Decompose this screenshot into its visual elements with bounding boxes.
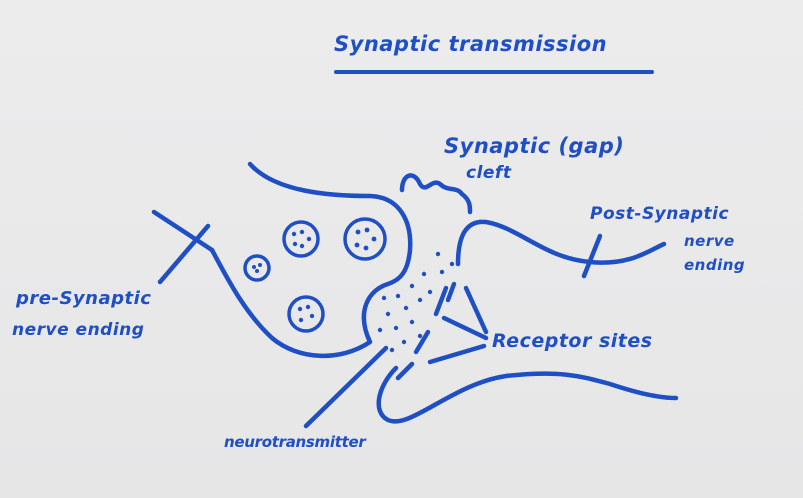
presynaptic-axon-line [151,209,215,253]
label-presynaptic-2: nerve ending [12,320,145,340]
vesicle-contents [252,227,377,323]
presynaptic-terminal-outline [209,161,413,359]
label-receptor-sites: Receptor sites [492,330,653,352]
label-postsynaptic-2: nerve [684,232,735,250]
label-presynaptic: pre-Synaptic [16,288,152,309]
presynaptic-cross-mark [157,223,211,285]
receptor-pointer-2 [441,315,489,341]
postsynaptic-membrane [455,219,667,267]
label-synaptic-cleft: Synaptic (gap) [444,134,625,158]
title-underline [334,70,654,74]
receptor-site-middle [413,329,431,355]
postsynaptic-dendrite-outline [376,365,679,424]
receptor-site-lower [395,361,415,381]
receptor-pointer-3 [427,343,487,365]
receptor-pointer-1 [463,285,489,335]
vesicle [343,217,387,261]
synaptic-cleft-squiggle [399,173,473,215]
neurotransmitter-molecules [377,251,455,353]
page-title: Synaptic transmission [334,32,608,56]
vesicle [243,254,271,282]
vesicle [287,295,325,333]
receptor-site-right [445,281,457,303]
vesicle [282,220,320,258]
label-postsynaptic: Post-Synaptic [590,204,730,224]
postsynaptic-cross-mark [581,233,603,279]
receptor-site-upper [433,285,449,317]
label-postsynaptic-3: ending [684,256,746,274]
label-neurotransmitter: neurotransmitter [224,433,366,451]
label-synaptic-cleft-2: cleft [466,163,512,183]
neurotransmitter-pointer [303,345,389,429]
